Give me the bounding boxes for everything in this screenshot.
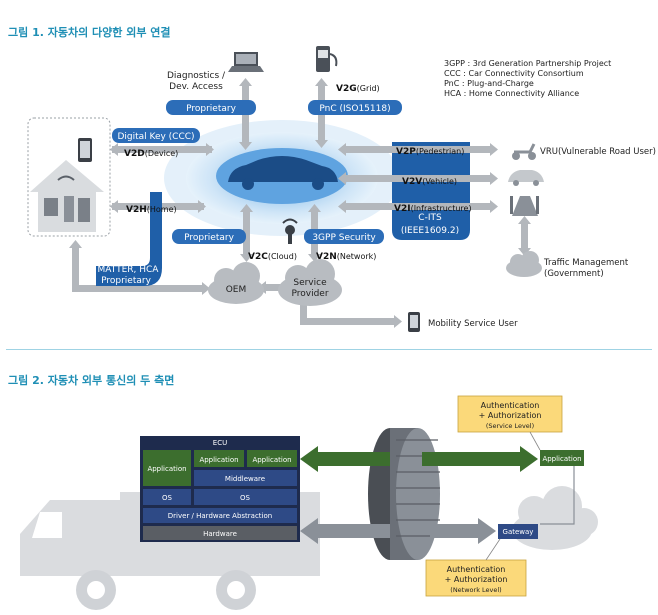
auth-network-callout: [425, 559, 527, 597]
pnc-label: PnC (ISO15118): [319, 104, 390, 114]
auth-service-leader: [529, 431, 541, 451]
os-label-2: OS: [240, 494, 251, 502]
home-area-border: [27, 117, 111, 237]
scooter-icon: [512, 143, 536, 160]
ecu-cells: [143, 450, 297, 540]
auth-network-leader: [485, 538, 501, 561]
os-label-1: OS: [162, 494, 173, 502]
auth-service-callout: [457, 395, 563, 433]
traffic-management-cloud: [506, 251, 542, 277]
auth-network-line-3: (Network Level): [450, 586, 501, 594]
driver-label: Driver / Hardware Abstraction: [168, 512, 272, 520]
legend-line-1: 3GPP : 3rd Generation Partnership Projec…: [444, 59, 611, 68]
ecu-label: ECU: [213, 439, 227, 447]
matter-proprietary-label: Proprietary: [101, 276, 151, 286]
mobility-user-phone-icon: [408, 312, 420, 332]
provider-label: Provider: [291, 289, 328, 299]
laptop-icon: [228, 52, 264, 72]
hardware-label: Hardware: [203, 530, 237, 538]
service-label: Service: [293, 278, 327, 288]
government-label: (Government): [544, 269, 604, 279]
matter-hca-label: MATTER, HCA: [98, 265, 160, 275]
figure-2-diagram: ECU Application Application Application …: [20, 395, 598, 610]
road-icon: [510, 196, 539, 216]
oem-label: OEM: [226, 285, 247, 295]
tire-icon: [368, 428, 440, 560]
digital-key-label: Digital Key (CCC): [117, 132, 194, 142]
vehicle-icon: [508, 170, 544, 186]
3gpp-security-label: 3GPP Security: [312, 233, 376, 243]
cloud-service: [512, 486, 598, 550]
house-icon: [30, 160, 104, 232]
mobility-user-label: Mobility Service User: [428, 319, 518, 329]
figure-1-diagram: 3GPP : 3rd Generation Partnership Projec…: [27, 46, 656, 332]
smartphone-icon: [78, 138, 92, 162]
v2d-label: V2D(Device): [124, 149, 178, 159]
ev-charger-icon: [316, 46, 338, 72]
ecu-application-2: Application: [252, 456, 291, 464]
proprietary-mid-pill: [172, 229, 246, 244]
section-divider: [6, 349, 652, 350]
c-its-label: C-ITS: [418, 213, 442, 223]
v2p-label: V2P(Pedestrian): [396, 147, 464, 157]
figure-2-title: 그림 2. 자동차 외부 통신의 두 측면: [8, 374, 175, 387]
gateway-label: Gateway: [503, 528, 534, 536]
auth-network-line-1: Authentication: [447, 565, 506, 574]
ecu-application-1: Application: [199, 456, 238, 464]
auth-service-line-2: + Authorization: [479, 411, 542, 420]
car-icon: [228, 156, 338, 190]
legend-line-3: PnC : Plug-and-Charge: [444, 79, 534, 88]
ecu-application-left: Application: [147, 465, 186, 473]
auth-service-line-3: (Service Level): [486, 422, 534, 430]
auth-service-line-1: Authentication: [481, 401, 540, 410]
matter-hca-panel: [96, 192, 162, 286]
middleware-label: Middleware: [225, 475, 265, 483]
legend-line-2: CCC : Car Connectivity Consortium: [444, 69, 584, 78]
antenna-icon: [282, 218, 298, 244]
service-level-arrow: [300, 446, 538, 472]
figure-1-title: 그림 1. 자동차의 다양한 외부 연결: [8, 26, 171, 39]
v2v-label: V2V(Vehicle): [402, 177, 457, 187]
3gpp-security-pill: [304, 229, 384, 244]
cloud-application-label: Application: [542, 455, 581, 463]
v2c-label: V2C(Cloud): [248, 252, 297, 262]
digital-key-pill: [112, 128, 200, 143]
pnc-pill: [308, 100, 402, 115]
oem-cloud: [208, 262, 264, 304]
proprietary-top-label: Proprietary: [186, 104, 236, 114]
dev-access-label: Dev. Access: [169, 82, 223, 92]
c-its-panel: [392, 142, 470, 240]
gateway-box: [498, 524, 538, 539]
diagnostics-label: Diagnostics /: [167, 71, 226, 81]
proprietary-mid-label: Proprietary: [184, 233, 234, 243]
v2i-label: V2I(Infrastructure): [394, 204, 472, 214]
legend-line-4: HCA : Home Connectivity Alliance: [444, 89, 579, 98]
v2n-label: V2N(Network): [316, 252, 376, 262]
network-level-arrow: [300, 518, 496, 544]
auth-network-line-2: + Authorization: [445, 575, 508, 584]
cloud-application-box: [540, 450, 584, 466]
v2x-arrows-overlay: [392, 146, 492, 210]
proprietary-top-pill: [166, 100, 256, 115]
ieee-label: (IEEE1609.2): [401, 226, 459, 236]
traffic-management-label: Traffic Management: [543, 258, 629, 268]
service-provider-cloud: [278, 259, 342, 306]
v2h-label: V2H(Home): [126, 205, 177, 215]
vru-label: VRU(Vulnerable Road User): [540, 147, 656, 157]
v2g-label: V2G(Grid): [336, 84, 380, 94]
